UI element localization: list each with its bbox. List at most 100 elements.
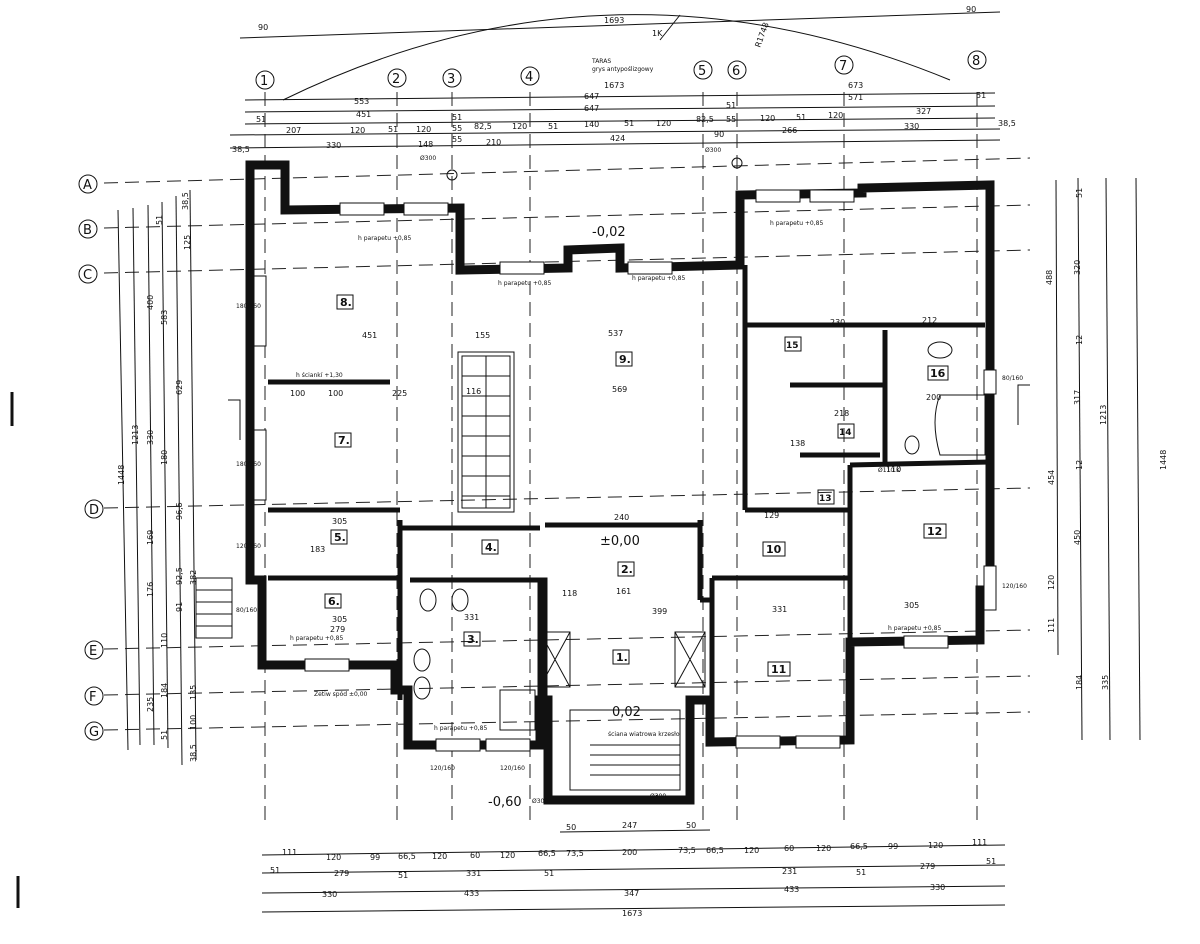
- left-dim-330: 330: [146, 430, 155, 445]
- svg-text:331: 331: [464, 613, 479, 622]
- svg-text:330: 330: [930, 883, 945, 892]
- svg-text:118: 118: [562, 589, 577, 598]
- svg-text:60: 60: [470, 851, 480, 860]
- svg-text:h parapetu +0,85: h parapetu +0,85: [498, 280, 551, 287]
- svg-text:h parapetu +0,85: h parapetu +0,85: [358, 235, 411, 242]
- svg-text:12: 12: [927, 525, 942, 538]
- svg-text:99: 99: [370, 853, 380, 862]
- left-dimension-lines: [117, 189, 197, 766]
- terrace-arc: [282, 14, 951, 101]
- svg-text:73,5: 73,5: [678, 846, 696, 855]
- top-dim-90-right: 90: [966, 5, 976, 14]
- right-dim-111: 111: [1047, 618, 1056, 633]
- bottom-dim-50a: 50: [566, 823, 576, 832]
- svg-text:60: 60: [784, 844, 794, 853]
- svg-text:66,5: 66,5: [706, 846, 724, 855]
- svg-text:66,5: 66,5: [850, 842, 868, 851]
- top-dim-207: 207: [286, 126, 301, 135]
- svg-text:4.: 4.: [485, 541, 497, 554]
- svg-text:138: 138: [790, 439, 805, 448]
- column-markers: Ø300 Ø300 Ø300 Ø300 Ø110 K: [420, 147, 901, 805]
- top-dim-82a: 82,5: [474, 122, 492, 131]
- interior-dims: 537 569 451 155 225 100 100 116 305 183 …: [290, 316, 941, 634]
- svg-text:161: 161: [616, 587, 631, 596]
- right-dim-51: 51: [1075, 188, 1084, 198]
- top-dim-51f: 51: [796, 113, 806, 122]
- svg-text:120/160: 120/160: [236, 543, 261, 550]
- room-labels: 1. 2. 3. 4. 5. 6. 7. 8. 9. 10 11 12 13 1…: [324, 294, 949, 677]
- svg-text:331: 331: [772, 605, 787, 614]
- terrace-subtitle: grys antypoślizgowy: [592, 66, 654, 73]
- top-dim-330a: 330: [904, 122, 919, 131]
- top-dim-424: 424: [610, 134, 625, 143]
- svg-text:51: 51: [270, 866, 280, 875]
- top-dim-120e: 120: [350, 126, 365, 135]
- svg-text:66,5: 66,5: [398, 852, 416, 861]
- windows: [253, 189, 997, 752]
- svg-text:C: C: [83, 268, 92, 283]
- svg-text:116: 116: [466, 387, 481, 396]
- note-sciana: ściana wiatrowa krzesło: [608, 731, 680, 738]
- axis-bubbles-left: A B C D E F G: [78, 174, 104, 741]
- svg-text:66,5: 66,5: [538, 849, 556, 858]
- top-dim-38b: 38,5: [998, 119, 1016, 128]
- svg-text:111: 111: [282, 848, 297, 857]
- svg-text:305: 305: [332, 517, 347, 526]
- svg-text:11: 11: [771, 663, 786, 676]
- svg-text:51: 51: [986, 857, 996, 866]
- svg-text:100: 100: [290, 389, 305, 398]
- svg-text:6: 6: [732, 64, 740, 79]
- svg-text:5: 5: [698, 64, 706, 79]
- bottom-dims-row1: 111 120 99 66,5 120 60 120 66,5 73,5 200…: [282, 838, 987, 862]
- svg-text:569: 569: [612, 385, 627, 394]
- level-mark-minus-060: -0,60: [488, 795, 522, 810]
- svg-text:h parapetu +0,85: h parapetu +0,85: [770, 220, 823, 227]
- right-dim-12b: 12: [1075, 460, 1084, 470]
- top-dim-51g: 51: [976, 91, 986, 100]
- right-dim-488: 488: [1045, 270, 1054, 285]
- svg-text:51: 51: [544, 869, 554, 878]
- north-mark: 1K: [652, 29, 663, 38]
- bottom-dims-row3: 330 433 347 433 330: [322, 883, 945, 899]
- right-dim-1213: 1213: [1099, 405, 1108, 425]
- svg-text:D: D: [89, 503, 99, 518]
- top-dim-55a: 55: [452, 124, 462, 133]
- svg-text:15: 15: [786, 341, 799, 351]
- sill-labels: h parapetu +0,85 h ściankí +1,30 h parap…: [290, 220, 941, 732]
- top-dim-90-left: 90: [258, 23, 268, 32]
- left-dim-400: 400: [146, 295, 155, 310]
- staircase: [457, 351, 515, 513]
- level-mark-000: ±0,00: [600, 534, 640, 549]
- exterior-walls: [245, 160, 995, 805]
- right-dim-454: 454: [1047, 470, 1056, 485]
- left-dim-51b: 51: [155, 215, 164, 225]
- left-dim-176: 176: [146, 582, 155, 597]
- svg-text:120: 120: [744, 846, 759, 855]
- svg-text:218: 218: [834, 409, 849, 418]
- top-dim-140: 140: [584, 120, 599, 129]
- radius-label: R1748: [753, 21, 770, 48]
- svg-text:F: F: [89, 690, 96, 705]
- right-dim-317: 317: [1073, 390, 1082, 405]
- svg-text:120/160: 120/160: [500, 765, 525, 772]
- level-mark-002: 0,02: [612, 705, 641, 720]
- svg-text:305: 305: [332, 615, 347, 624]
- svg-text:A: A: [83, 178, 92, 193]
- svg-text:7.: 7.: [338, 434, 350, 447]
- top-dim-38a: 38,5: [232, 145, 250, 154]
- top-dim-51c: 51: [548, 122, 558, 131]
- window-dims: 180/160 180/160 80/160 120/160 120/160 8…: [236, 303, 1027, 772]
- svg-text:120: 120: [432, 852, 447, 861]
- svg-text:129: 129: [764, 511, 779, 520]
- svg-text:h parapetu +0,85: h parapetu +0,85: [888, 625, 941, 632]
- svg-text:347: 347: [624, 889, 639, 898]
- svg-text:80/160: 80/160: [1002, 375, 1023, 382]
- right-dim-120: 120: [1047, 575, 1056, 590]
- right-dim-12a: 12: [1075, 335, 1084, 345]
- svg-text:279: 279: [920, 862, 935, 871]
- bottom-dim-247: 247: [622, 821, 637, 830]
- svg-text:G: G: [89, 725, 99, 740]
- svg-text:4: 4: [525, 70, 533, 85]
- svg-text:120: 120: [816, 844, 831, 853]
